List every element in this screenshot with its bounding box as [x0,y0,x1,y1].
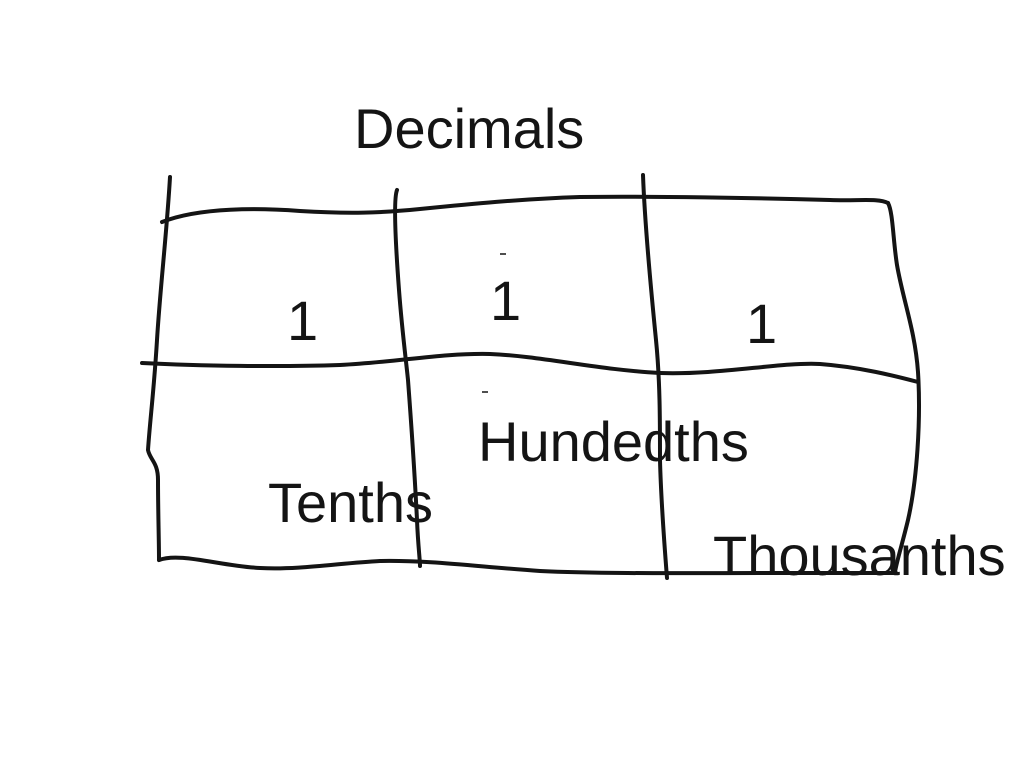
table-left-border [146,175,172,562]
table-right-border [886,201,921,574]
table-column-divider-2 [641,173,669,580]
table-bottom-border [157,555,898,576]
table-column-divider-1 [393,188,422,568]
table-top-border [160,194,890,224]
table-middle-divider [140,351,920,384]
